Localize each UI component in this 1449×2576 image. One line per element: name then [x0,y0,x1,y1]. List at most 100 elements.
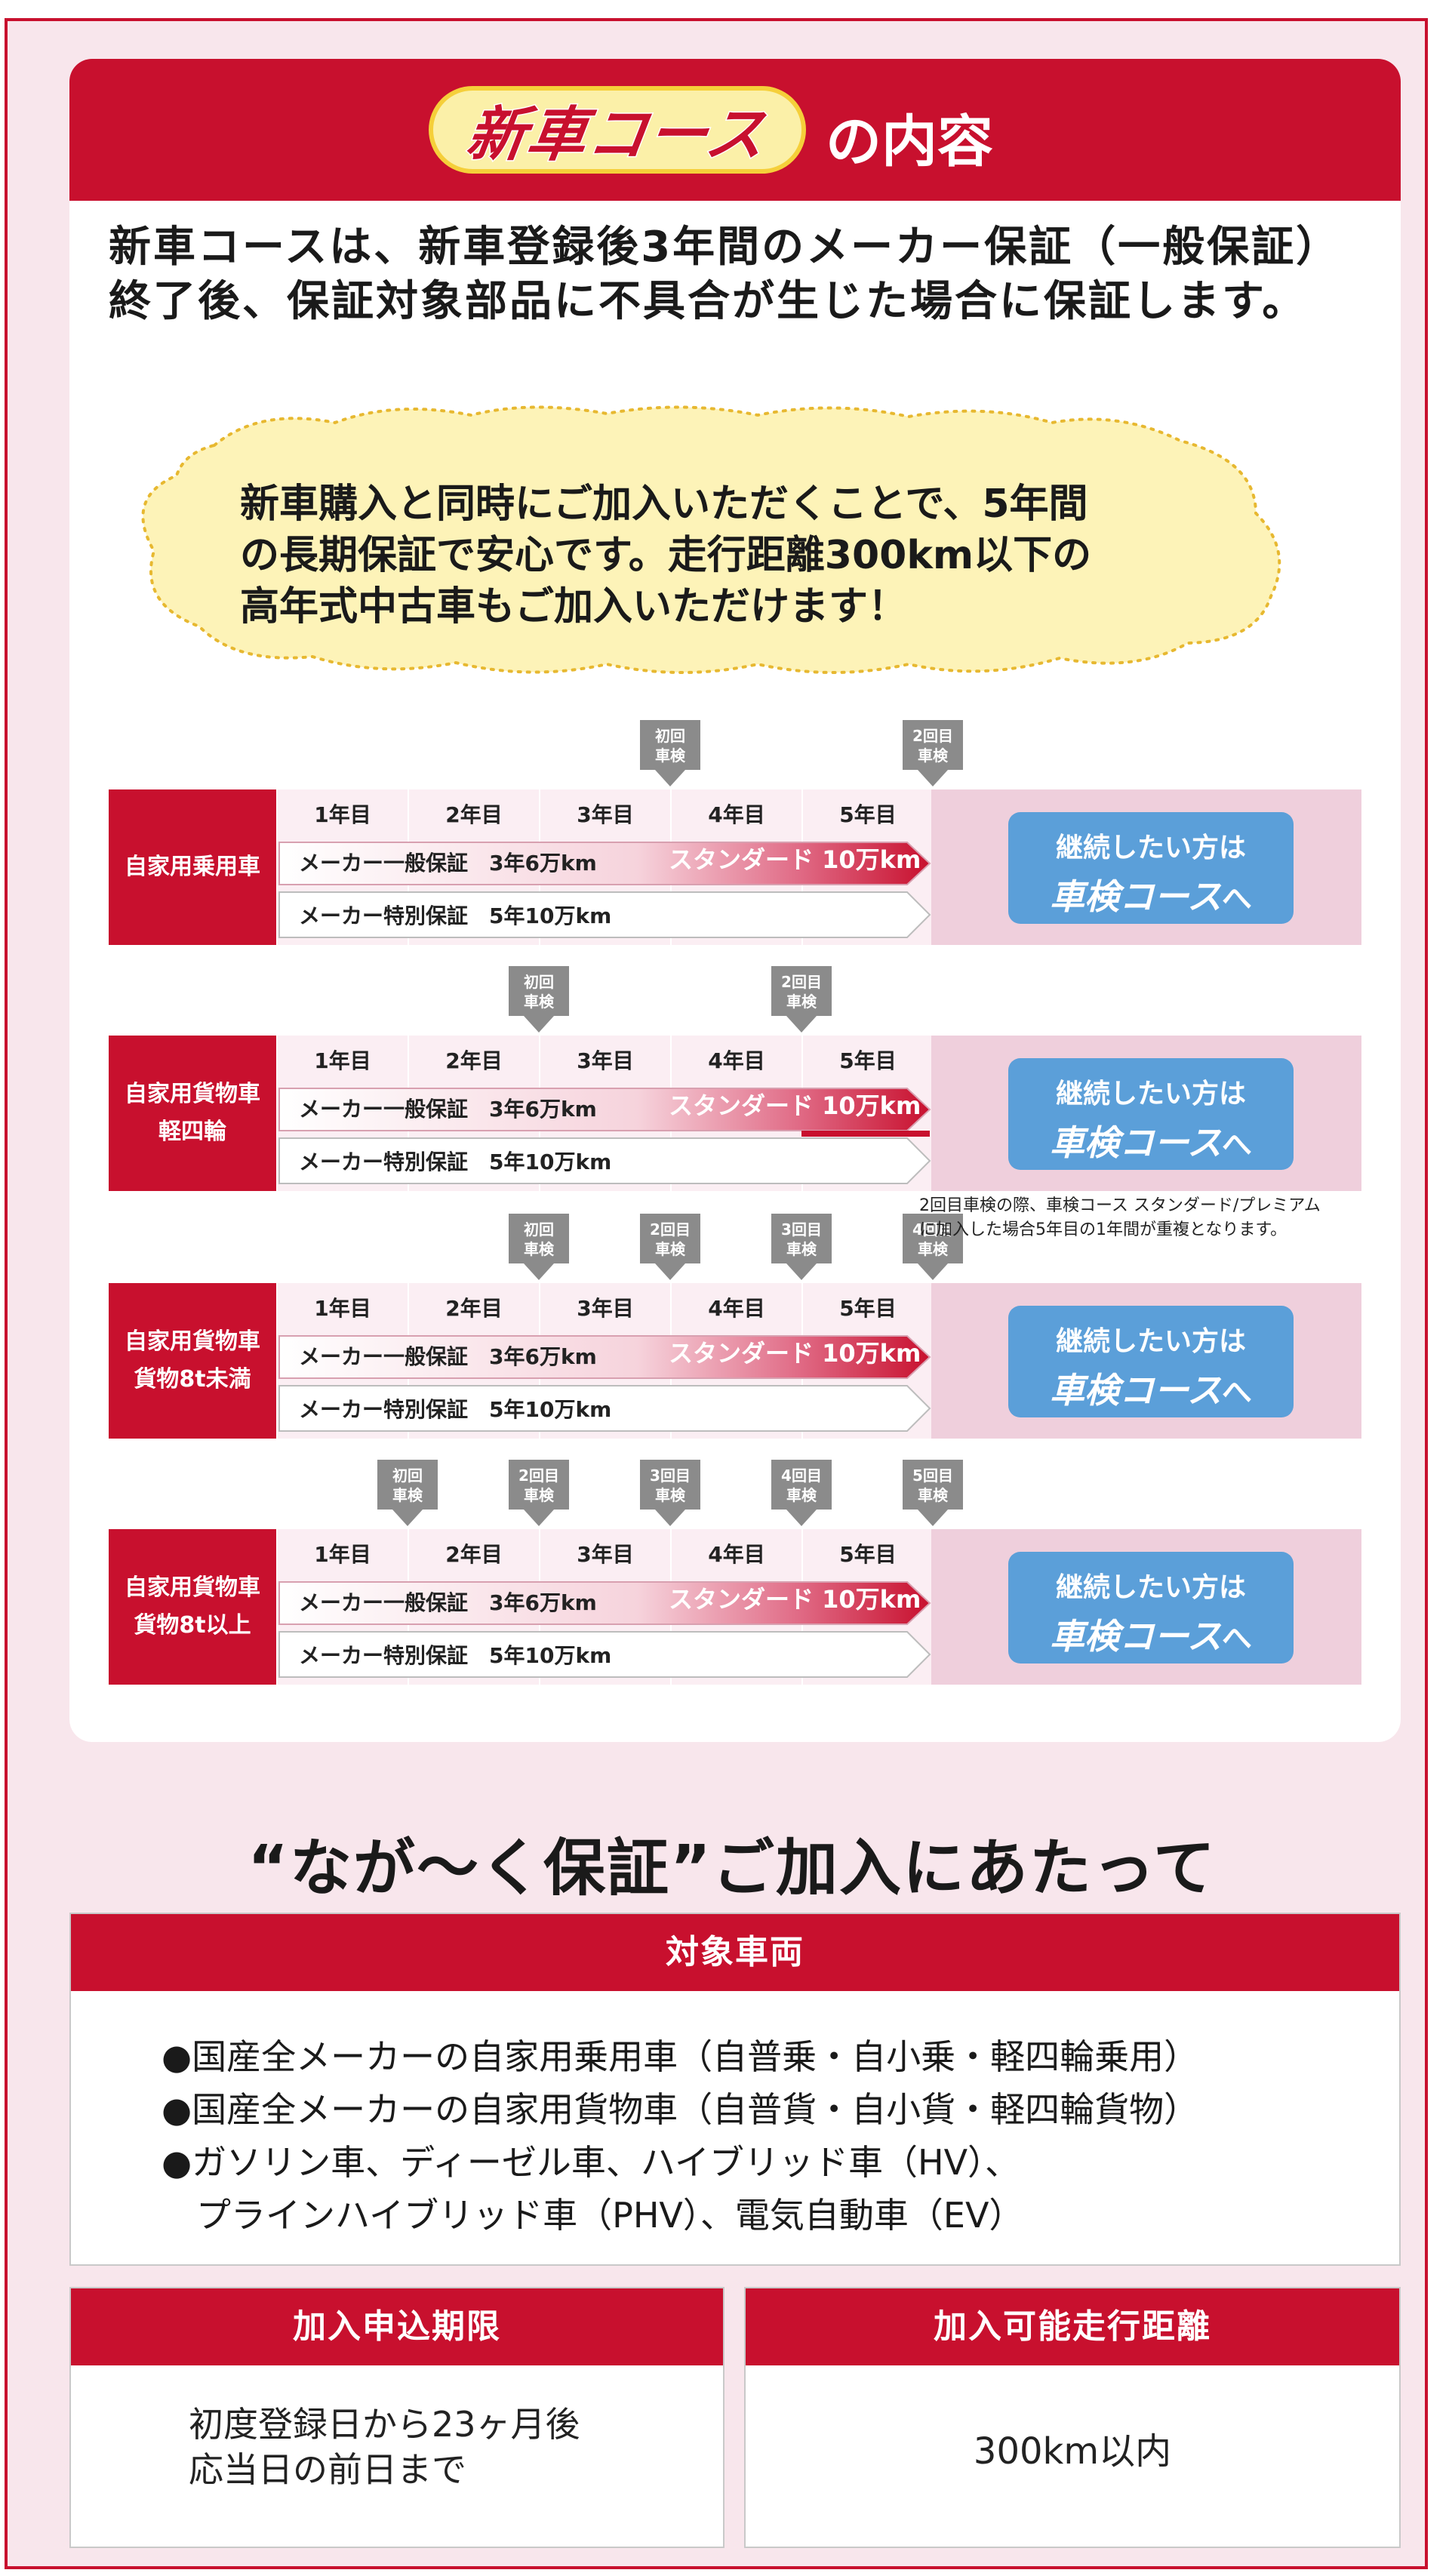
special-warranty-bar [278,1137,931,1184]
inspection-marker-label: 初回車検 [377,1460,438,1510]
inspection-marker-label: 初回車検 [509,1214,569,1263]
inspection-marker: 4回目車検 [903,1214,963,1283]
section-title: “なが～く保証”ご加入にあたって [248,1833,1217,1904]
special-warranty-bar [278,1631,931,1678]
title-highlight: 新車コース [461,100,772,171]
inspection-text: 車検 [524,1486,554,1504]
inspection-count: 初回 [524,1220,554,1239]
eligible-vehicles-box: 対象車両 ●国産全メーカーの自家用乗用車（自普乗・自小乗・軽四輪乗用） ●国産全… [69,1913,1401,2266]
note-line: に加入した場合5年目の1年間が重複となります。 [919,1220,1287,1239]
vehicle-type-line: 貨物8t以上 [134,1612,251,1639]
inspection-text: 車検 [786,1240,817,1258]
standard-coverage-label: スタンダード 10万km [669,1585,921,1614]
inspection-text: 車検 [524,993,554,1011]
warranty-bars [278,1088,931,1184]
general-warranty-label: メーカー一般保証 3年6万km [299,851,597,876]
mileage-limit-header: 加入可能走行距離 [746,2288,1399,2365]
marker-pointer [655,1510,685,1526]
vehicle-type-line: 自家用貨物車 [125,1328,260,1355]
inspection-text: 車検 [655,746,685,765]
special-warranty-label: メーカー特別保証 5年10万km [299,1150,612,1174]
year-header: 1年目 [276,1283,408,1439]
special-warranty-label: メーカー特別保証 5年10万km [299,1643,612,1668]
warranty-bars [278,1581,931,1678]
shaken-course-button[interactable]: 継続したい方は車検コースへ [1008,1552,1294,1663]
general-standard-bar [278,842,931,885]
inspection-marker: 2回目車検 [640,1214,700,1283]
button-course-label: 車検コースへ [1008,869,1294,919]
overlap-note: 2回目車検の際、車検コース スタンダード/プレミアム に加入した場合5年目の1年… [919,1194,1321,1242]
year-header: 1年目 [276,789,408,945]
vehicle-type-line: 貨物8t未満 [134,1366,251,1393]
button-course-label: 車検コースへ [1008,1609,1294,1659]
marker-pointer [786,1510,817,1526]
vehicle-type-label: 自家用貨物車貨物8t未満 [109,1283,276,1439]
inspection-text: 車検 [918,746,948,765]
vehicle-type-label: 自家用乗用車 [109,789,276,945]
inspection-marker-label: 3回目車検 [771,1214,832,1263]
inspection-marker: 2回目車検 [509,1460,569,1529]
inspection-count: 初回 [392,1467,423,1485]
general-standard-bar [278,1335,931,1379]
button-line: 継続したい方は [1055,1326,1246,1357]
inspection-marker: 3回目車検 [640,1460,700,1529]
marker-pointer [524,1263,554,1280]
inspection-count: 2回目 [650,1220,691,1239]
title-pill: 新車コース [429,86,806,174]
inspection-text: 車検 [786,1486,817,1504]
marker-pointer [918,770,948,786]
inspection-marker-label: 初回車検 [509,966,569,1016]
button-arrow: へ [1221,1375,1252,1410]
inspection-count: 4回目 [781,1467,822,1485]
title-text: の内容 [826,109,993,174]
general-warranty-label: メーカー一般保証 3年6万km [299,1097,597,1122]
marker-pointer [524,1510,554,1526]
marker-pointer [918,1510,948,1526]
inspection-text: 車検 [524,1240,554,1258]
page-frame: 新車コース の内容 新車コースは、新車登録後3年間のメーカー保証（一般保証）終了… [5,18,1428,2569]
inspection-text: 車検 [918,1486,948,1504]
standard-coverage-label: スタンダード 10万km [669,845,921,874]
inspection-count: 初回 [655,727,685,745]
inspection-marker: 初回車検 [509,966,569,1036]
inspection-marker-label: 4回目車検 [771,1460,832,1510]
standard-coverage-label: スタンダード 10万km [669,1091,921,1120]
button-arrow: へ [1221,882,1252,916]
inspection-marker: 2回目車検 [771,966,832,1036]
button-course-name: 車検コース [1050,876,1222,917]
inspection-marker: 3回目車検 [771,1214,832,1283]
callout-line: 高年式中古車もご加入いただけます！ [240,584,908,629]
inspection-count: 3回目 [650,1467,691,1485]
shaken-course-button[interactable]: 継続したい方は車検コースへ [1008,1058,1294,1170]
inspection-marker-label: 5回目車検 [903,1460,963,1510]
note-line: 2回目車検の際、車検コース スタンダード/プレミアム [919,1196,1321,1215]
mileage-limit-value: 300km以内 [973,2430,1172,2473]
inspection-count: 2回目 [518,1467,559,1485]
inspection-marker-label: 初回車検 [640,720,700,770]
button-arrow: へ [1221,1128,1252,1162]
callout-text: 新車購入と同時にご加入いただくことで、5年間 の長期保証で安心です。走行距離30… [240,479,1221,632]
list-item: プラインハイブリッド車（PHV）、電気自動車（EV） [162,2195,1024,2236]
inspection-marker-label: 2回目車検 [903,720,963,770]
button-course-name: 車検コース [1050,1370,1222,1411]
vehicle-type-label: 自家用貨物車貨物8t以上 [109,1529,276,1685]
year-header: 5年目 [801,789,933,945]
marker-pointer [655,770,685,786]
general-standard-bar [278,1581,931,1625]
shaken-course-button[interactable]: 継続したい方は車検コースへ [1008,812,1294,924]
shaken-course-button[interactable]: 継続したい方は車検コースへ [1008,1306,1294,1417]
vehicle-type-line: 自家用貨物車 [125,1081,260,1107]
callout-line: 新車購入と同時にご加入いただくことで、5年間 [240,482,1088,527]
inspection-marker: 2回目車検 [903,720,963,789]
year-header: 1年目 [276,1529,408,1685]
marker-pointer [392,1510,423,1526]
intro-text: 新車コースは、新車登録後3年間のメーカー保証（一般保証）終了後、保証対象部品に不… [109,223,1341,326]
inspection-text: 車検 [918,1240,948,1258]
warranty-bars [278,842,931,938]
button-line: 継続したい方は [1055,1572,1246,1603]
vehicle-type-line: 軽四輪 [158,1119,226,1145]
inspection-marker: 初回車検 [377,1460,438,1529]
inspection-marker: 4回目車検 [771,1460,832,1529]
